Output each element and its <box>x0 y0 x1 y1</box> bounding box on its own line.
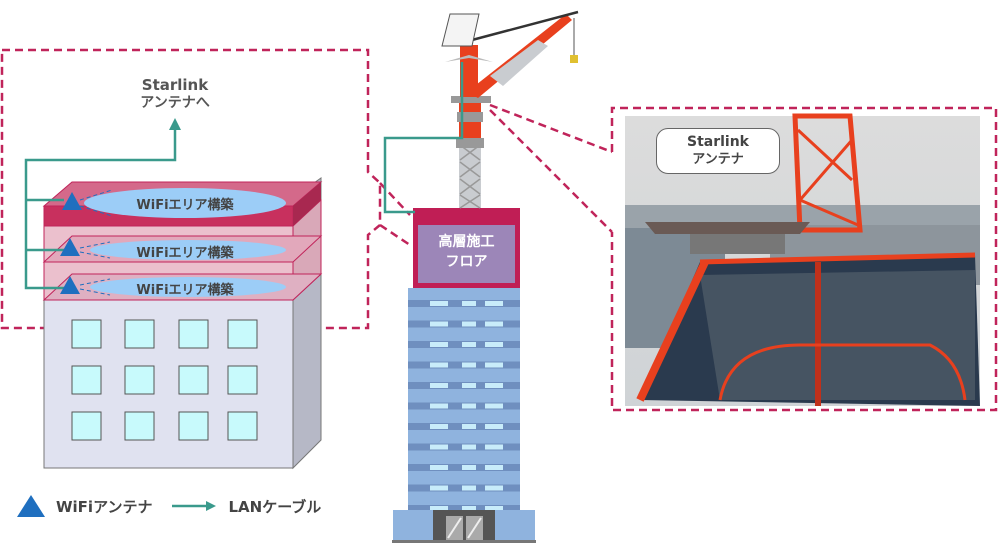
tower-window <box>430 362 448 368</box>
high-rise-tower <box>392 208 536 543</box>
wifi-area-label: WiFiエリア構築 <box>136 283 234 298</box>
wifi-antenna-icon <box>60 238 80 256</box>
tower-window <box>485 362 503 368</box>
high-floor-label-line1: 高層施工 <box>438 234 495 250</box>
wifi-antenna-icon <box>17 495 45 517</box>
right-callout-border <box>610 106 998 412</box>
photo-label-line1: Starlink <box>686 134 749 150</box>
wifi-area-ellipse <box>90 277 286 297</box>
wifi-area-ellipse <box>90 240 286 260</box>
tower-window <box>430 506 448 511</box>
tower-window <box>430 383 448 388</box>
high-floor-label-line2: フロア <box>445 254 488 270</box>
high-floor-label: 高層施工 フロア <box>418 232 515 272</box>
photo-label-line2: アンテナ <box>692 152 744 167</box>
tower-window <box>485 444 503 450</box>
tower-window <box>462 485 476 491</box>
legend-cable-label: LANケーブル <box>228 497 322 516</box>
tower-window <box>462 383 476 388</box>
tower-window <box>430 321 448 327</box>
tower-window <box>485 321 503 327</box>
tower-window <box>430 342 448 347</box>
tower-window <box>430 465 448 470</box>
wifi-antenna-icon <box>60 276 80 294</box>
tower-window <box>485 342 503 347</box>
starlink-direction-label: Starlink アンテナへ <box>120 76 230 112</box>
tower-window <box>485 301 503 306</box>
tower-window <box>430 403 448 409</box>
wifi-antenna-icon <box>62 192 82 210</box>
tower-window <box>462 342 476 347</box>
tower-window <box>462 444 476 450</box>
tower-window <box>485 465 503 470</box>
tower-window <box>485 383 503 388</box>
legend: WiFiアンテナ LANケーブル <box>16 492 321 520</box>
callout-connector-line <box>379 223 411 247</box>
lan-cable-tower <box>383 62 464 214</box>
legend-antenna-label: WiFiアンテナ <box>56 497 153 516</box>
wifi-area-ellipse <box>84 188 286 218</box>
tower-window <box>485 506 503 511</box>
starlink-label-line1: Starlink <box>141 76 209 94</box>
photo-starlink-label: Starlink アンテナ <box>656 128 780 174</box>
windows <box>71 319 258 441</box>
tower-window <box>485 424 503 429</box>
wifi-area-label: WiFiエリア構築 <box>136 246 234 261</box>
callout-connector-line <box>489 103 613 154</box>
tower-window <box>430 301 448 306</box>
tower-window <box>485 403 503 409</box>
tower-crane <box>383 10 579 214</box>
tower-window <box>462 362 476 368</box>
tower-window <box>462 506 476 511</box>
starlink-label-line2: アンテナへ <box>140 95 210 111</box>
tower-window <box>485 485 503 491</box>
lan-cable-arrow-icon <box>172 501 217 511</box>
lan-cable-left <box>24 128 177 290</box>
tower-window <box>430 444 448 450</box>
tower-window <box>462 403 476 409</box>
tower-window <box>430 485 448 491</box>
wifi-area-label: WiFiエリア構築 <box>136 198 234 213</box>
office-building <box>42 177 323 470</box>
lan-arrow-head <box>169 118 181 130</box>
tower-window <box>462 321 476 327</box>
tower-window <box>462 465 476 470</box>
tower-window <box>462 301 476 306</box>
callout-connector-line <box>489 109 613 233</box>
tower-window <box>430 424 448 429</box>
tower-window <box>462 424 476 429</box>
